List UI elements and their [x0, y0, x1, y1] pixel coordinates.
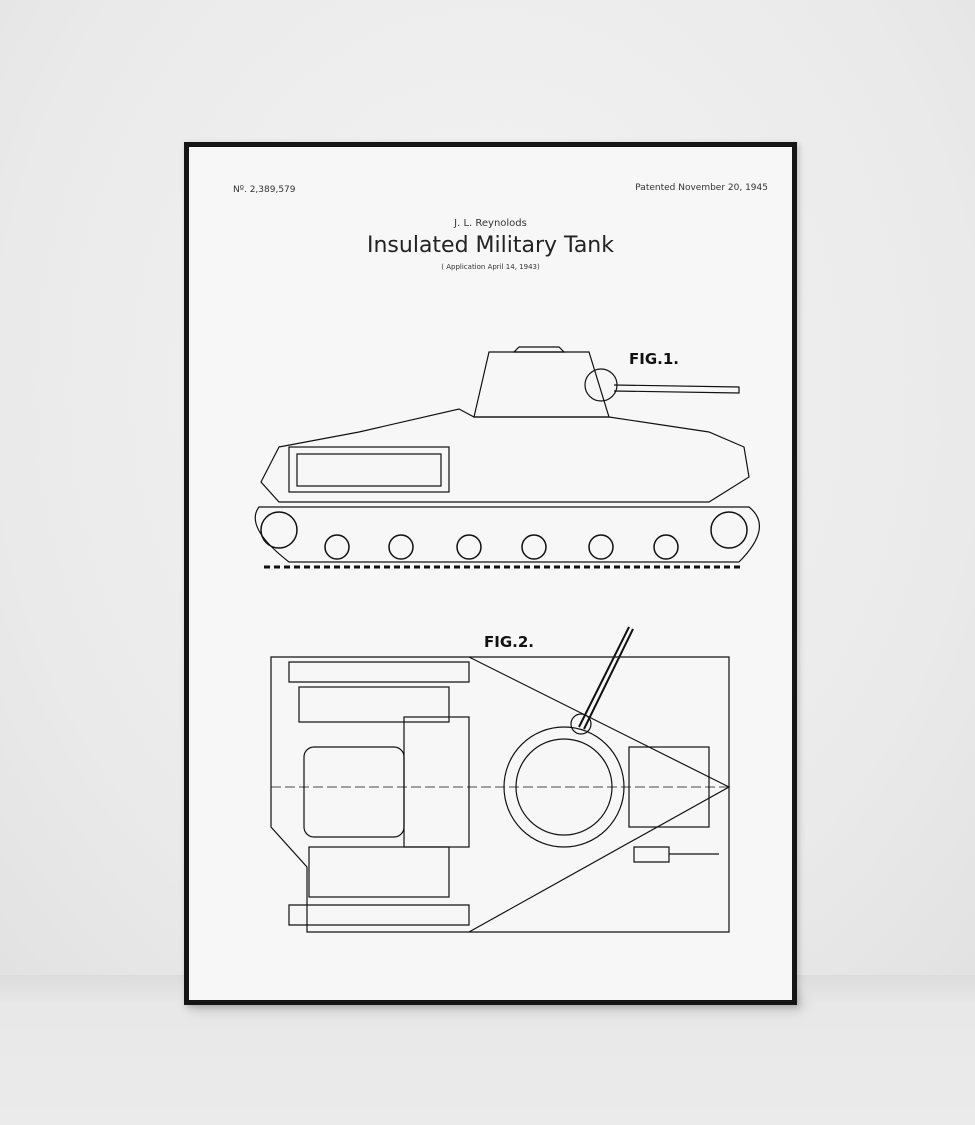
application-date: ( Application April 14, 1943)	[441, 263, 540, 271]
poster-frame: Nº. 2,389,579 Patented November 20, 1945…	[184, 142, 797, 1005]
poster-title: Insulated Military Tank	[367, 233, 614, 258]
fig2-tank-top-view: FIG.2.	[270, 626, 731, 933]
patented-date: Patented November 20, 1945	[635, 183, 768, 193]
patent-drawings: FIG.1. FIG.2.	[254, 346, 760, 933]
fig1-tank-side-view: FIG.1.	[254, 346, 760, 569]
fig2-label: FIG.2.	[484, 633, 534, 651]
patent-number: Nº. 2,389,579	[233, 185, 296, 195]
inventor: J. L. Reynolods	[454, 218, 527, 229]
fig1-label: FIG.1.	[629, 350, 679, 368]
